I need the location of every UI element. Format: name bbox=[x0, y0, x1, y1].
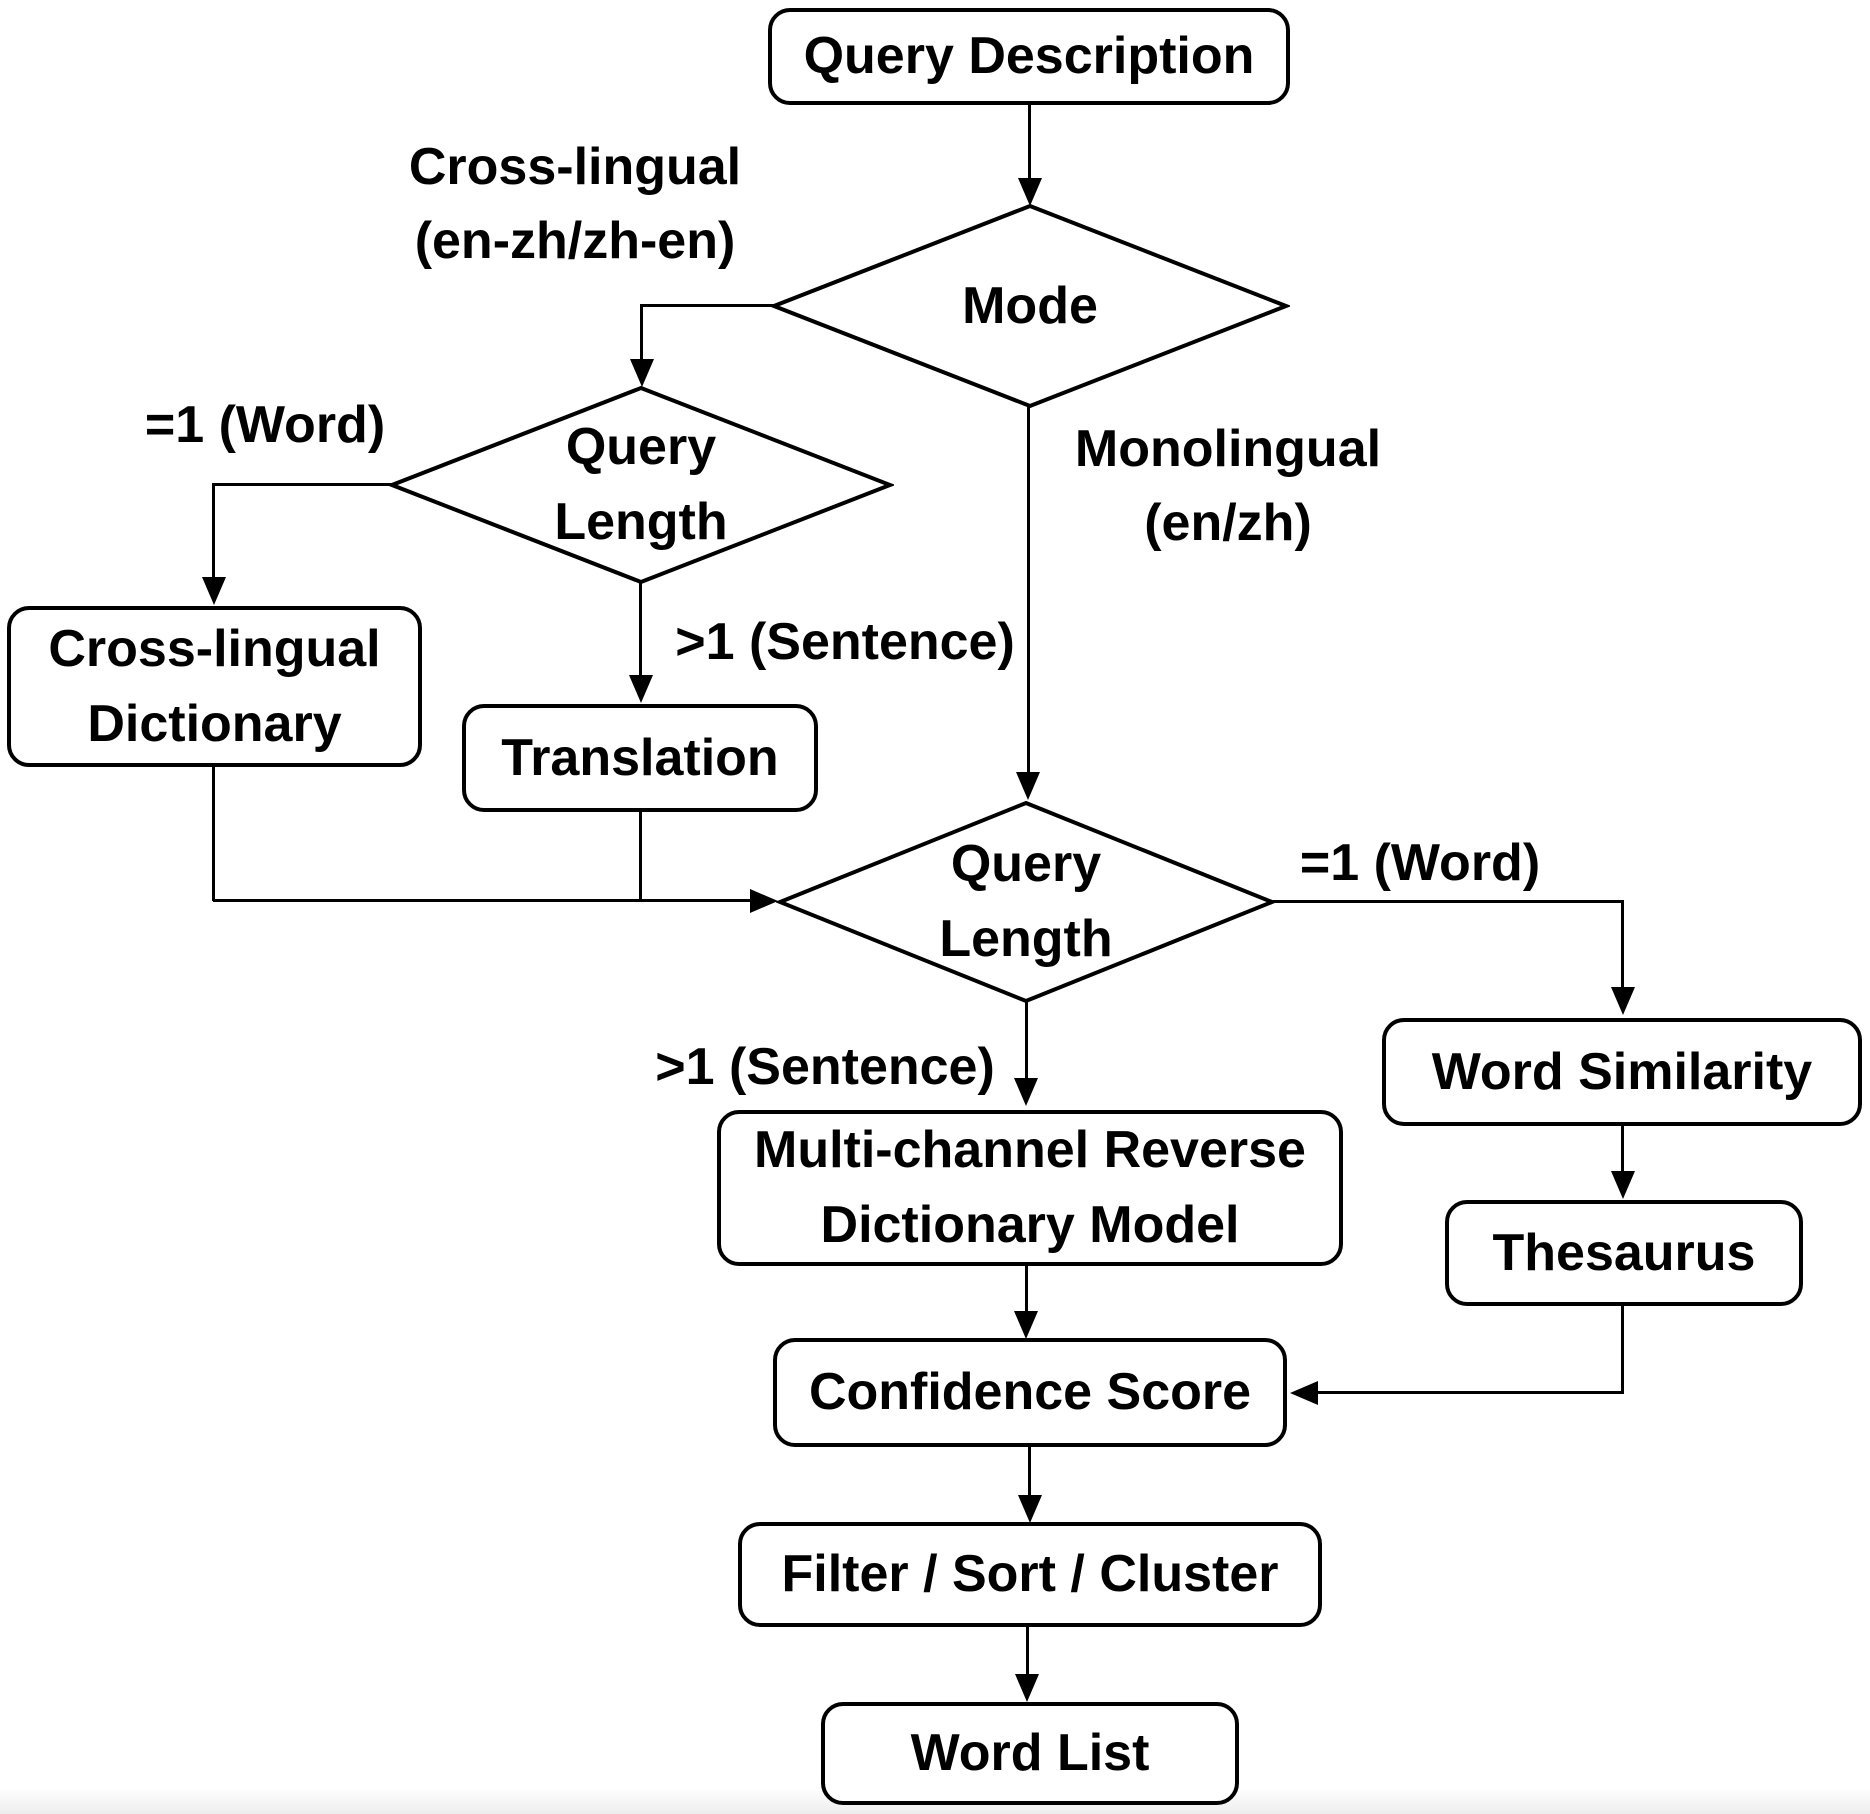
decision-mode-text: Mode bbox=[962, 276, 1098, 335]
edge-querydescription-mode-arrowhead bbox=[1018, 178, 1042, 206]
edge-mode-querylength1-arrowhead bbox=[630, 359, 654, 387]
decision-query-length-2-line1: Query bbox=[950, 835, 1102, 893]
edge-wordsimilarity-thesaurus-line bbox=[1621, 1126, 1624, 1171]
node-confidence-score: Confidence Score bbox=[773, 1338, 1287, 1447]
edge-querylength1-dictionary-vline bbox=[212, 483, 215, 577]
edge-label-cross-lingual-line2: (en-zh/zh-en) bbox=[414, 212, 736, 270]
node-translation-text: Translation bbox=[501, 728, 779, 787]
edge-model-confidence-line bbox=[1025, 1266, 1028, 1311]
decision-query-length-2-label: Query Length bbox=[776, 799, 1276, 1005]
edge-thesaurus-confidence-hline bbox=[1316, 1391, 1624, 1394]
edge-confidence-filter-line bbox=[1028, 1447, 1031, 1495]
node-cross-lingual-dictionary-line1: Cross-lingual bbox=[48, 619, 381, 678]
edge-label-cross-lingual-branch: Cross-lingual (en-zh/zh-en) bbox=[325, 130, 825, 278]
edge-mode-querylength1-hline bbox=[640, 304, 776, 307]
node-thesaurus-text: Thesaurus bbox=[1492, 1223, 1756, 1282]
node-multi-channel-model: Multi-channel Reverse Dictionary Model bbox=[717, 1110, 1343, 1266]
edge-wordsimilarity-thesaurus-arrowhead bbox=[1611, 1171, 1635, 1199]
node-filter-sort-cluster-text: Filter / Sort / Cluster bbox=[781, 1545, 1279, 1603]
node-query-description: Query Description bbox=[768, 8, 1290, 105]
node-thesaurus: Thesaurus bbox=[1445, 1200, 1803, 1306]
edge-thesaurus-confidence-vline bbox=[1621, 1306, 1624, 1394]
edge-mode-querylength2-line bbox=[1027, 406, 1030, 772]
edge-confidence-filter-arrowhead bbox=[1018, 1495, 1042, 1523]
edge-querylength1-translation-line bbox=[639, 582, 642, 675]
edge-merge-querylength2-hline bbox=[213, 899, 750, 902]
edge-mode-querylength2-arrowhead bbox=[1016, 772, 1040, 800]
edge-label-eq1-word-right: =1 (Word) bbox=[1299, 834, 1541, 892]
edge-querylength1-dictionary-arrowhead bbox=[202, 577, 226, 605]
decision-query-length-2-line2: Length bbox=[939, 910, 1113, 968]
node-cross-lingual-dictionary-line2: Dictionary bbox=[87, 694, 342, 753]
edge-merge-querylength2-arrowhead bbox=[750, 889, 778, 913]
node-cross-lingual-dictionary: Cross-lingual Dictionary bbox=[7, 606, 422, 767]
node-confidence-score-text: Confidence Score bbox=[808, 1363, 1252, 1421]
node-multi-channel-model-line1: Multi-channel Reverse bbox=[754, 1121, 1306, 1179]
node-word-similarity-text: Word Similarity bbox=[1431, 1042, 1813, 1101]
edge-label-cross-lingual-line1: Cross-lingual bbox=[408, 138, 742, 196]
node-filter-sort-cluster: Filter / Sort / Cluster bbox=[738, 1522, 1322, 1627]
decision-query-length-1-label: Query Length bbox=[388, 384, 894, 586]
decision-query-length-1-shape bbox=[388, 384, 894, 586]
edge-label-monolingual-branch: Monolingual (en/zh) bbox=[1028, 412, 1428, 560]
edge-querylength1-dictionary-hline bbox=[213, 483, 393, 486]
edge-label-gt1-sentence-mid: >1 (Sentence) bbox=[655, 1038, 995, 1096]
edge-querylength1-translation-arrowhead bbox=[629, 675, 653, 703]
edge-thesaurus-confidence-arrowhead bbox=[1290, 1381, 1318, 1405]
decision-query-length-1-line1: Query bbox=[565, 418, 717, 476]
node-query-description-text: Query Description bbox=[803, 27, 1255, 85]
edge-querylength2-wordsimilarity-vline bbox=[1621, 900, 1624, 987]
edge-label-gt1-sentence-left: >1 (Sentence) bbox=[675, 613, 1015, 671]
edge-querylength2-wordsimilarity-arrowhead bbox=[1611, 987, 1635, 1015]
edge-querylength2-model-arrowhead bbox=[1014, 1078, 1038, 1106]
decision-query-length-1-line2: Length bbox=[554, 493, 728, 551]
edge-dictionary-merge-vline bbox=[212, 767, 215, 901]
edge-label-monolingual-line2: (en/zh) bbox=[1144, 494, 1312, 552]
edge-translation-merge-vline bbox=[639, 812, 642, 901]
edge-querylength2-model-line bbox=[1025, 1001, 1028, 1078]
edge-model-confidence-arrowhead bbox=[1014, 1311, 1038, 1339]
edge-filter-wordlist-arrowhead bbox=[1015, 1674, 1039, 1702]
node-word-similarity: Word Similarity bbox=[1382, 1018, 1862, 1126]
node-translation: Translation bbox=[462, 704, 818, 812]
edge-querydescription-mode-line bbox=[1028, 105, 1031, 180]
node-word-list-text: Word List bbox=[910, 1724, 1150, 1782]
edge-querylength2-wordsimilarity-hline bbox=[1270, 900, 1623, 903]
node-word-list: Word List bbox=[821, 1702, 1239, 1805]
node-multi-channel-model-line2: Dictionary Model bbox=[820, 1196, 1240, 1254]
decision-mode-shape bbox=[770, 202, 1290, 410]
decision-query-length-2-shape bbox=[776, 799, 1276, 1005]
edge-label-eq1-word-left: =1 (Word) bbox=[144, 396, 386, 454]
edge-mode-querylength1-vline bbox=[640, 304, 643, 359]
edge-filter-wordlist-line bbox=[1026, 1627, 1029, 1674]
edge-label-monolingual-line1: Monolingual bbox=[1074, 420, 1382, 478]
decision-mode-label: Mode bbox=[770, 202, 1290, 410]
